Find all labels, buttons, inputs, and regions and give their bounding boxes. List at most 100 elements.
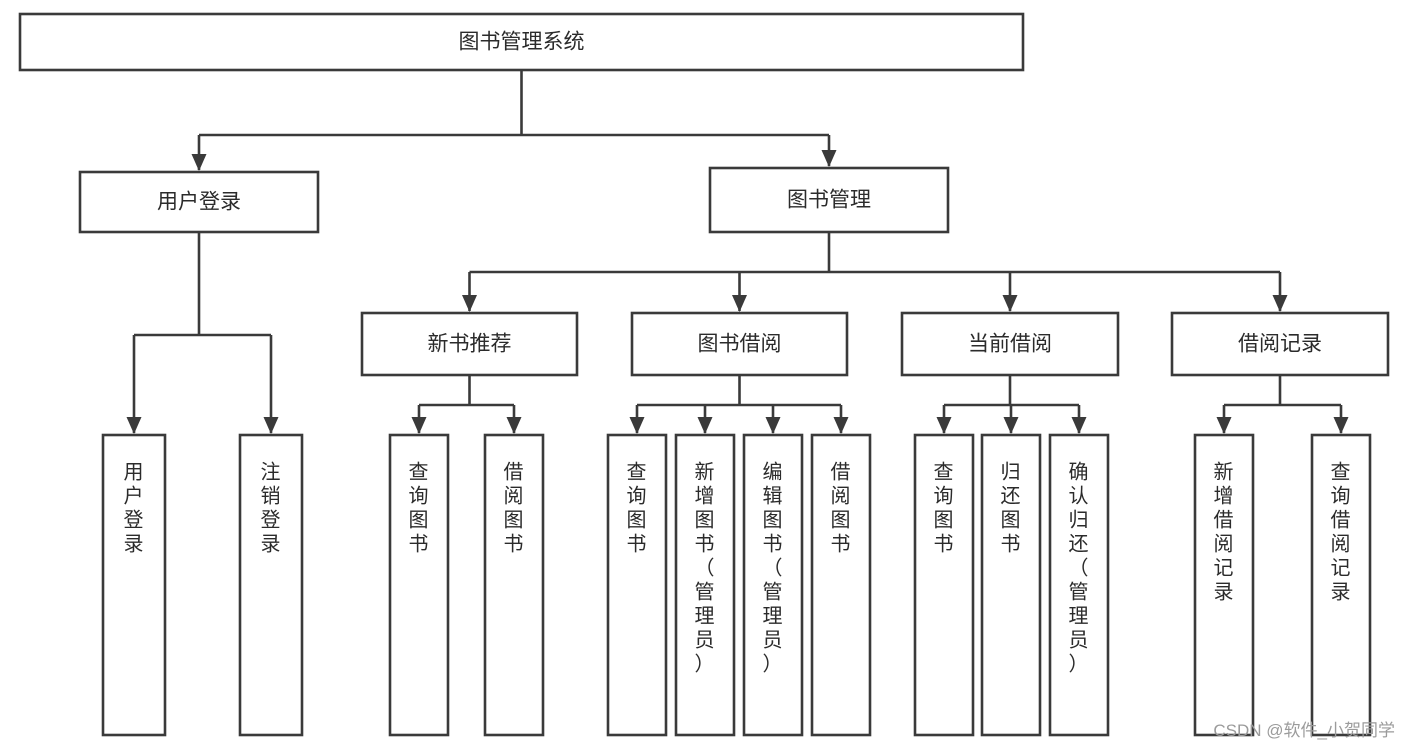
node-borrow-records[interactable]: 借阅记录 xyxy=(1170,311,1390,377)
arrow-head-icon xyxy=(732,295,747,312)
node-label-add-borrow-record: 录 xyxy=(1214,581,1235,603)
node-label-query-book-3: 图 xyxy=(934,509,955,531)
node-label-add-book-admin: ） xyxy=(695,652,716,675)
node-label-book-borrow: 图书借阅 xyxy=(698,333,782,356)
node-book-management[interactable]: 图书管理 xyxy=(708,166,950,234)
node-user-login-action[interactable]: 用户登录 xyxy=(101,433,167,737)
node-label-confirm-return-admin: 还 xyxy=(1069,532,1090,555)
node-label-edit-book-admin: ） xyxy=(763,652,784,675)
node-label-query-book-3: 书 xyxy=(934,532,955,555)
node-label-confirm-return-admin: 认 xyxy=(1069,484,1090,507)
node-book-borrow[interactable]: 图书借阅 xyxy=(630,311,849,377)
arrow-head-icon xyxy=(126,417,142,434)
node-label-query-borrow-record: 阅 xyxy=(1331,532,1352,555)
node-label-query-book-3: 询 xyxy=(934,484,955,507)
node-label-borrow-book-2: 阅 xyxy=(831,484,852,507)
arrow-head-icon xyxy=(191,154,207,171)
node-box-confirm-return-admin xyxy=(1048,433,1110,737)
node-user-login[interactable]: 用户登录 xyxy=(78,170,320,234)
node-label-return-book: 归 xyxy=(1001,460,1022,483)
node-new-book-recommend[interactable]: 新书推荐 xyxy=(360,311,579,377)
node-label-borrow-book-1: 借 xyxy=(504,460,525,483)
node-root[interactable]: 图书管理系统 xyxy=(18,12,1025,72)
node-label-query-borrow-record: 借 xyxy=(1331,508,1352,531)
node-label-user-logout-action: 登 xyxy=(261,508,282,531)
node-label-borrow-book-1: 书 xyxy=(504,532,525,555)
arrow-head-icon xyxy=(462,295,477,312)
node-label-query-book-2: 书 xyxy=(627,532,648,555)
node-box-query-book-2 xyxy=(606,433,668,737)
arrow-head-icon xyxy=(411,417,427,434)
node-label-add-borrow-record: 新 xyxy=(1214,460,1235,483)
node-current-borrow[interactable]: 当前借阅 xyxy=(900,311,1120,377)
node-label-user-logout-action: 销 xyxy=(261,484,282,507)
node-label-add-borrow-record: 记 xyxy=(1214,556,1235,579)
node-box-query-borrow-record xyxy=(1310,433,1372,737)
node-box-edit-book-admin xyxy=(742,433,804,737)
node-box-book-borrow xyxy=(630,311,849,377)
node-label-return-book: 图 xyxy=(1001,509,1022,531)
node-label-edit-book-admin: 书 xyxy=(763,532,784,555)
node-label-add-book-admin: 新 xyxy=(695,460,716,483)
node-box-root xyxy=(18,12,1025,72)
node-label-edit-book-admin: 员 xyxy=(763,629,784,651)
node-label-add-book-admin: （ xyxy=(695,556,716,579)
arrow-head-icon xyxy=(1071,417,1087,434)
arrow-head-icon xyxy=(506,417,522,434)
node-label-edit-book-admin: 理 xyxy=(763,605,784,627)
node-label-return-book: 还 xyxy=(1001,484,1022,507)
node-label-edit-book-admin: 编 xyxy=(763,460,784,483)
node-label-query-book-2: 询 xyxy=(627,484,648,507)
node-box-borrow-records xyxy=(1170,311,1390,377)
node-label-confirm-return-admin: 确 xyxy=(1069,460,1090,483)
node-label-borrow-records: 借阅记录 xyxy=(1238,333,1322,356)
node-box-query-book-1 xyxy=(388,433,450,737)
arrow-head-icon xyxy=(936,417,952,434)
node-label-book-management: 图书管理 xyxy=(787,189,871,212)
node-label-borrow-book-2: 借 xyxy=(831,460,852,483)
node-label-borrow-book-1: 阅 xyxy=(504,484,525,507)
node-box-user-login-action xyxy=(101,433,167,737)
node-box-book-management xyxy=(708,166,950,234)
node-label-query-book-3: 查 xyxy=(934,460,955,483)
node-label-confirm-return-admin: ） xyxy=(1069,652,1090,675)
arrow-head-icon xyxy=(1216,417,1232,434)
node-label-query-book-2: 图 xyxy=(627,509,648,531)
node-label-confirm-return-admin: 员 xyxy=(1069,629,1090,651)
node-label-current-borrow: 当前借阅 xyxy=(968,333,1052,356)
node-label-add-book-admin: 书 xyxy=(695,532,716,555)
node-label-add-borrow-record: 借 xyxy=(1214,508,1235,531)
node-label-confirm-return-admin: （ xyxy=(1069,556,1090,579)
node-label-user-logout-action: 录 xyxy=(261,533,282,555)
arrow-head-icon xyxy=(765,417,781,434)
node-label-confirm-return-admin: 管 xyxy=(1069,580,1090,603)
node-label-user-login-action: 用 xyxy=(124,461,145,483)
arrow-head-icon xyxy=(1003,417,1019,434)
node-box-add-book-admin xyxy=(674,433,736,737)
arrow-head-icon xyxy=(263,417,279,434)
node-label-add-borrow-record: 增 xyxy=(1214,484,1235,507)
csdn-watermark: CSDN @软件_小贺同学 xyxy=(1213,721,1395,740)
node-box-current-borrow xyxy=(900,311,1120,377)
node-label-add-book-admin: 图 xyxy=(695,509,716,531)
node-label-confirm-return-admin: 理 xyxy=(1069,605,1090,627)
node-label-root: 图书管理系统 xyxy=(459,31,585,54)
node-label-query-book-1: 询 xyxy=(409,484,430,507)
node-label-query-book-1: 图 xyxy=(409,509,430,531)
node-label-add-book-admin: 管 xyxy=(695,580,716,603)
node-label-query-borrow-record: 录 xyxy=(1331,581,1352,603)
